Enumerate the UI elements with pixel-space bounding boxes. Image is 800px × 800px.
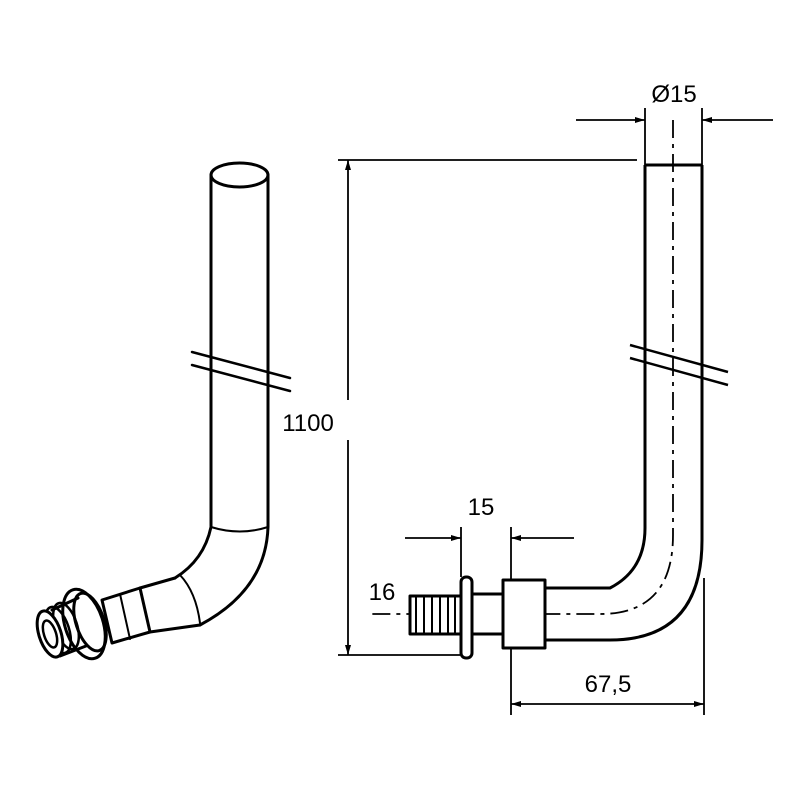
dimension-lines (338, 108, 773, 715)
diameter-label: Ø15 (651, 81, 696, 108)
ortho-coupling-nut (501, 578, 547, 650)
offset-label: 67,5 (585, 671, 632, 698)
iso-coupling-nut (100, 586, 152, 645)
ortho-centerline (372, 120, 674, 615)
fitting-length-label: 15 (468, 494, 495, 521)
iso-sleeve (138, 576, 202, 634)
ortho-sleeve (470, 592, 505, 636)
iso-thread-bore (41, 619, 59, 649)
iso-pipe-left-wall (173, 173, 213, 580)
ortho-pipe-right-wall (545, 165, 704, 642)
ortho-thread-lines (415, 596, 456, 634)
iso-break-line-2 (190, 363, 292, 393)
ortho-break-line-2 (629, 356, 729, 387)
iso-bend-seam (210, 526, 269, 533)
iso-nut-edge (119, 593, 131, 640)
ortho-flange (459, 575, 474, 660)
iso-bend-seam-2 (179, 574, 201, 624)
isometric-pipe-view (35, 161, 292, 661)
iso-pipe-top-opening (209, 161, 270, 189)
iso-pipe-right-wall (198, 173, 270, 627)
ortho-break-line-1 (629, 343, 729, 374)
ortho-thread-stub (408, 594, 463, 636)
ortho-pipe-left-wall (545, 165, 647, 590)
orthographic-pipe-view (372, 120, 729, 660)
iso-break-line-1 (190, 350, 292, 380)
height-label: 1100 (282, 410, 334, 437)
thread-label: 16 (369, 579, 396, 606)
